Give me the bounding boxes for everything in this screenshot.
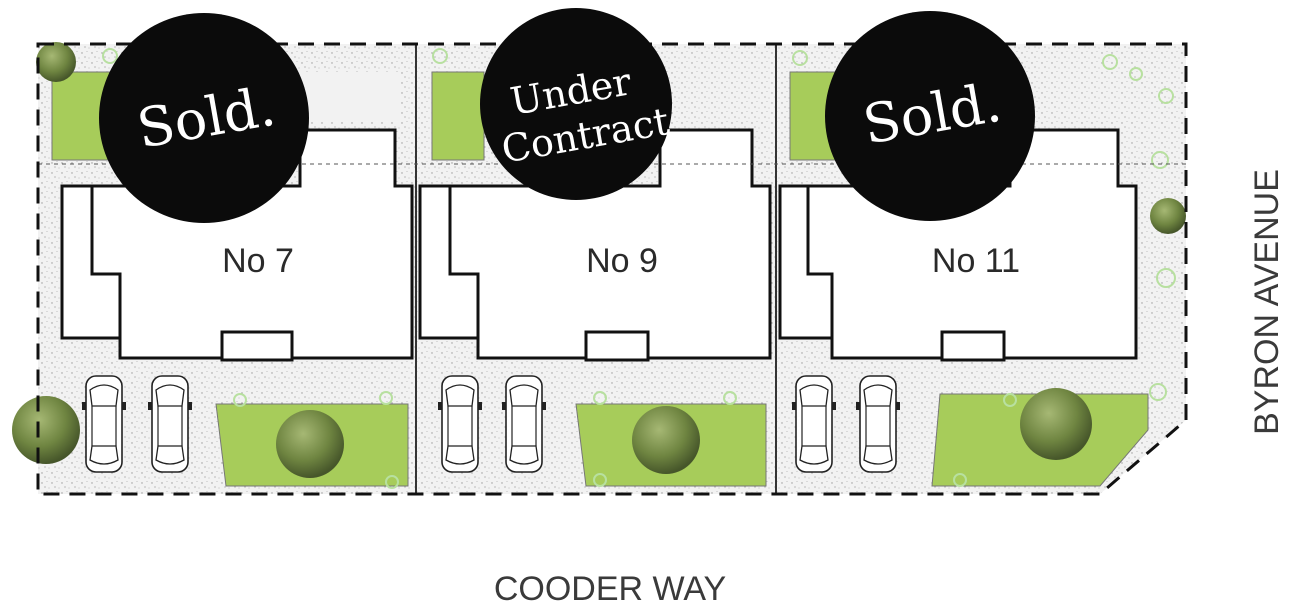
- tree-icon: [632, 406, 700, 474]
- street-name-east: BYRON AVENUE: [1248, 169, 1286, 435]
- shrub-icon: [102, 48, 1176, 489]
- street-name-south: COODER WAY: [494, 570, 726, 608]
- lot-label: No 9: [586, 242, 658, 280]
- tree-icon: [36, 42, 76, 82]
- tree-icon: [276, 410, 344, 478]
- tree-icon: [12, 396, 80, 464]
- status-badge: Sold.: [99, 13, 309, 223]
- lot-label: No 11: [932, 242, 1020, 280]
- car-icon: [437, 375, 483, 473]
- entry-porch: [220, 330, 294, 362]
- lot-no-7: [12, 42, 414, 487]
- status-badge: Sold.: [825, 11, 1035, 221]
- status-badge: Under Contract: [480, 8, 672, 200]
- rear-lawn: [431, 71, 485, 161]
- lot-label: No 7: [222, 242, 294, 280]
- car-icon: [81, 375, 127, 473]
- lot-no-9: [418, 71, 772, 487]
- car-icon: [147, 375, 193, 473]
- entry-porch: [584, 330, 650, 362]
- entry-porch: [940, 330, 1006, 362]
- tree-icon: [1020, 388, 1092, 460]
- car-icon: [791, 375, 837, 473]
- car-icon: [501, 375, 547, 473]
- tree-icon: [1150, 198, 1186, 234]
- rear-lawn: [300, 72, 400, 122]
- car-icon: [855, 375, 901, 473]
